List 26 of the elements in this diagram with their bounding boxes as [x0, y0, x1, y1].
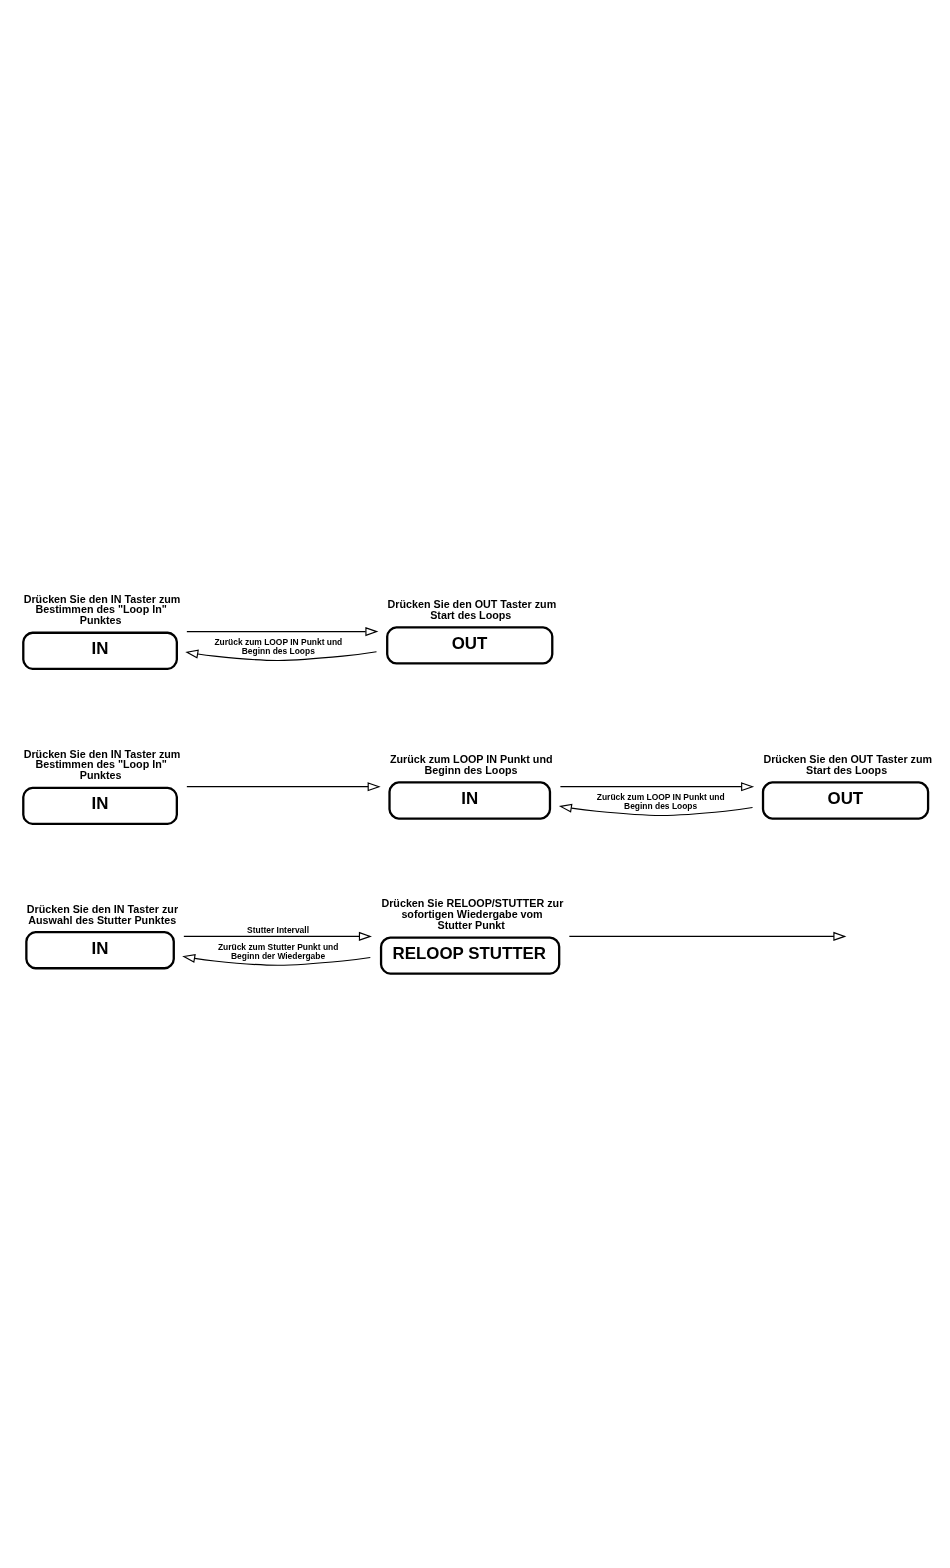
arrow	[185, 627, 378, 637]
node-label: Drücken Sie den OUT Taster zum Start des Loops	[762, 753, 932, 776]
node-box: RELOOP STUTTER	[379, 936, 560, 975]
node-label: Drücken Sie den IN Taster zum Bestimmen des "Loop In" Punktes	[23, 592, 180, 627]
node-box: IN	[387, 781, 551, 820]
arrow	[184, 649, 377, 662]
arrow	[558, 803, 753, 817]
arrow	[181, 953, 371, 966]
node-label: Drücken Sie den IN Taster zum Bestimmen des "Loop In" Punktes	[23, 747, 180, 782]
node-box: OUT	[385, 626, 553, 665]
edge-label: Zurück zum LOOP IN Punkt und Beginn des Loops	[596, 792, 725, 811]
node-box: IN	[24, 931, 175, 970]
edge-label: Zurück zum LOOP IN Punkt und Beginn des Loops	[213, 637, 342, 656]
node-label: Drücken Sie den OUT Taster zum Start des Loops	[387, 597, 556, 621]
node-box: IN	[21, 631, 178, 670]
edge-label: Stutter Intervall	[246, 925, 309, 936]
edge-label: Zurück zum Stutter Punkt und Beginn der Wiedergabe	[217, 942, 338, 961]
node-label: Drücken Sie RELOOP/STUTTER zur sofortigen Wiedergabe vom Stutter Punkt	[380, 897, 563, 931]
node-box: OUT	[761, 781, 929, 820]
arrow	[182, 931, 372, 941]
node-box: IN	[21, 786, 178, 826]
node-label: Zurück zum LOOP IN Punkt und Beginn des Loops	[389, 753, 553, 776]
node-label: Drücken Sie den IN Taster zur Auswahl des Stutter Punktes	[26, 902, 178, 926]
arrow	[568, 931, 846, 941]
arrow	[185, 782, 381, 792]
arrow	[559, 782, 754, 792]
